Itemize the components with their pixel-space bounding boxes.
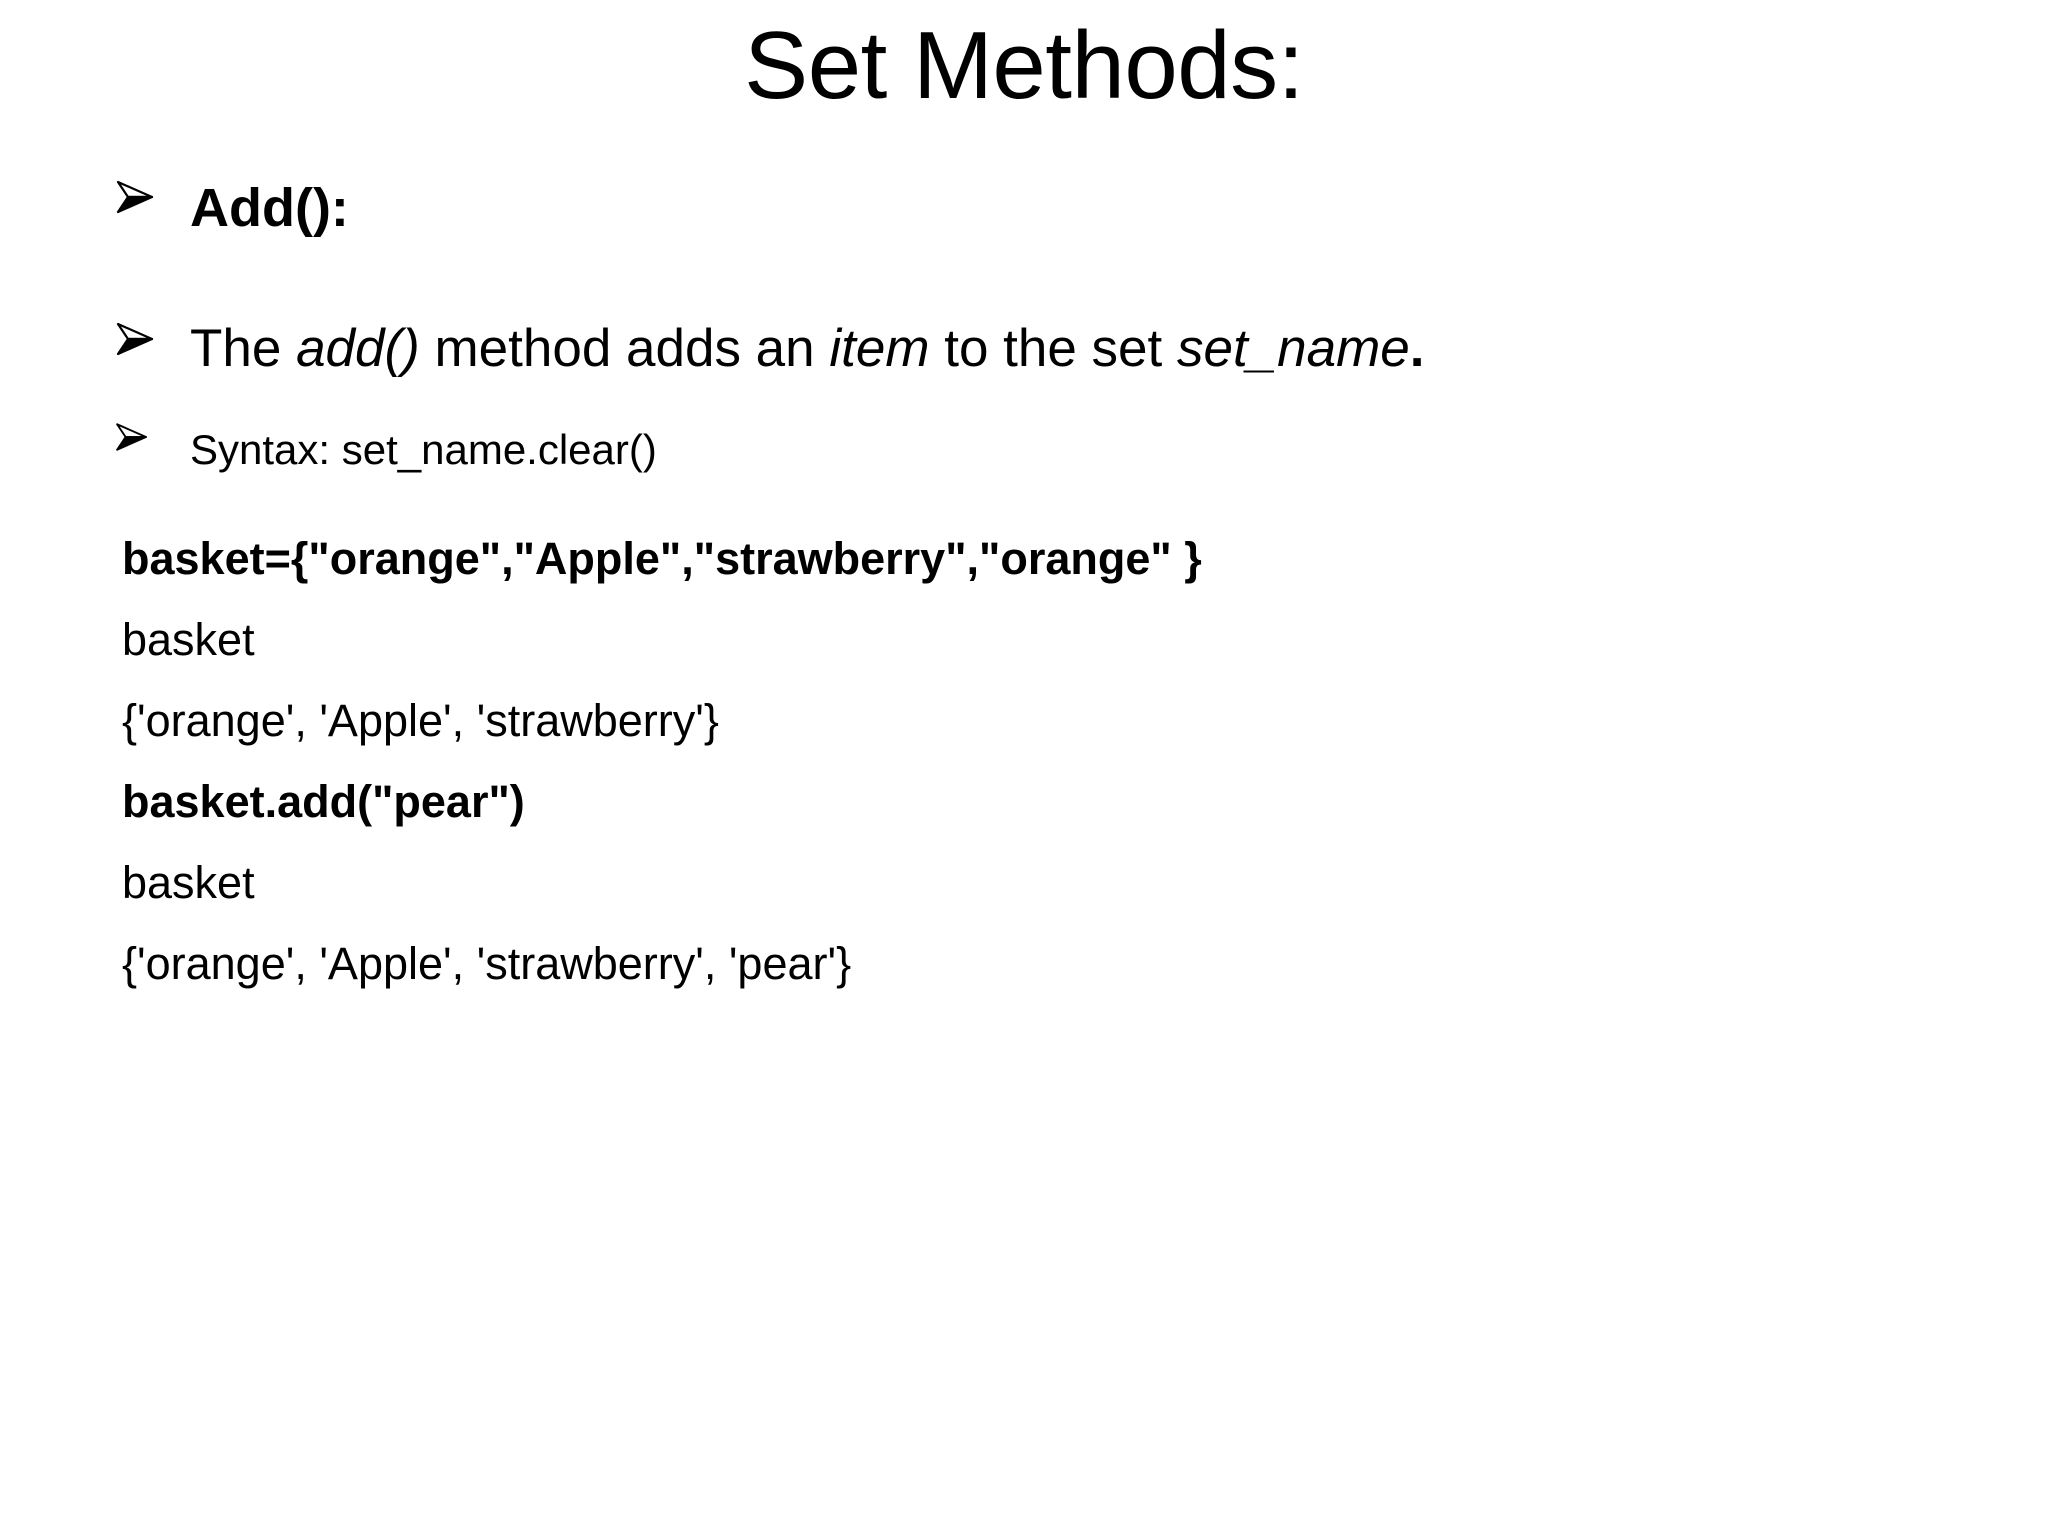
description-text-part2: method adds an <box>419 319 830 378</box>
arrowhead-bullet-icon <box>112 316 190 362</box>
bullet-item-syntax: Syntax: set_name.clear() <box>112 418 1972 498</box>
bullet-label-description: The add() method adds an item to the set… <box>190 322 1424 375</box>
description-emphasis-item: item <box>829 319 930 378</box>
code-line: basket.add("pear") <box>122 776 525 827</box>
code-line: basket={"orange","Apple","strawberry","o… <box>122 533 1202 584</box>
bullet-item-add: Add(): <box>112 180 1972 276</box>
description-text-part3: to the set <box>929 319 1177 378</box>
code-example-block: basket={"orange","Apple","strawberry","o… <box>112 518 1972 1004</box>
bullet-label-syntax: Syntax: set_name.clear() <box>190 426 657 473</box>
bullet-item-description: The add() method adds an item to the set… <box>112 320 1972 412</box>
description-emphasis-setname: set_name <box>1176 319 1410 378</box>
slide-body: Add(): The add() method adds an item to … <box>112 176 1972 1004</box>
code-line: {'orange', 'Apple', 'strawberry', 'pear'… <box>122 938 852 989</box>
description-text-part1: The <box>190 319 297 378</box>
description-emphasis-add: add() <box>296 319 420 378</box>
arrowhead-bullet-icon <box>112 174 190 220</box>
description-text-part4: . <box>1409 319 1425 378</box>
page-title: Set Methods: <box>744 12 1304 119</box>
bullet-label-add: Add(): <box>190 178 349 238</box>
arrowhead-bullet-icon <box>112 417 178 456</box>
code-line: basket <box>122 857 255 908</box>
code-line: {'orange', 'Apple', 'strawberry'} <box>122 695 719 746</box>
code-line: basket <box>122 614 255 665</box>
